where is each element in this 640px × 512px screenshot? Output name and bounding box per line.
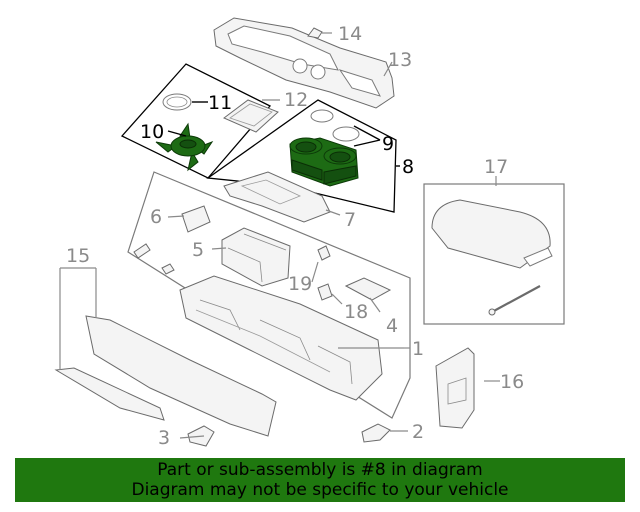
part-7-bracket xyxy=(223,171,331,223)
part-2-bracket xyxy=(361,423,391,443)
part-10-spring xyxy=(155,122,214,172)
part-17-armrest xyxy=(431,199,553,316)
callout-15: 15 xyxy=(66,245,90,267)
footer-line-2: Diagram may not be specific to your vehi… xyxy=(131,480,509,500)
callout-8: 8 xyxy=(402,156,414,178)
callout-12: 12 xyxy=(284,89,308,111)
callout-19: 19 xyxy=(288,273,312,295)
part-15-side-panel xyxy=(54,315,277,437)
part-clip-b xyxy=(161,263,175,275)
callout-6: 6 xyxy=(150,206,162,228)
callout-16: 16 xyxy=(500,371,524,393)
part-19-clip-b xyxy=(317,283,333,301)
callout-3: 3 xyxy=(158,427,170,449)
callout-13: 13 xyxy=(388,49,412,71)
part-12-mat xyxy=(223,99,279,133)
callout-18: 18 xyxy=(344,301,368,323)
part-19-clip xyxy=(317,245,331,261)
console-frame xyxy=(127,171,411,419)
part-9-ring-a xyxy=(310,109,334,123)
part-4-tray xyxy=(344,277,392,301)
callout-4: 4 xyxy=(386,315,398,337)
part-13-trim-panel xyxy=(213,17,395,109)
part-17-frame xyxy=(423,183,565,325)
part-clip-a xyxy=(133,243,151,259)
callout-1: 1 xyxy=(412,338,424,360)
callout-11: 11 xyxy=(208,92,232,114)
part-5-bin xyxy=(221,227,291,287)
part-14-clip xyxy=(307,27,323,39)
callouts: 1 2 3 4 5 6 7 8 9 10 11 12 13 14 15 16 1… xyxy=(66,23,524,449)
part-6-pocket xyxy=(181,205,211,233)
part-9-ring-b xyxy=(332,126,360,142)
callout-10: 10 xyxy=(140,121,164,143)
callout-14: 14 xyxy=(338,23,362,45)
parts-diagram: 1 2 3 4 5 6 7 8 9 10 11 12 13 14 15 16 1… xyxy=(54,17,565,449)
leader-lines xyxy=(59,32,500,439)
part-16-rear-panel xyxy=(435,347,475,429)
callout-17: 17 xyxy=(484,156,508,178)
callout-9: 9 xyxy=(382,133,394,155)
footer-banner: Part or sub-assembly is #8 in diagram Di… xyxy=(15,458,625,502)
callout-5: 5 xyxy=(192,239,204,261)
part-1-console-body xyxy=(179,275,383,401)
callout-2: 2 xyxy=(412,421,424,443)
footer-line-1: Part or sub-assembly is #8 in diagram xyxy=(157,460,483,480)
assembly-frame-left xyxy=(120,63,272,179)
part-8-cup-holder xyxy=(289,137,359,187)
callout-7: 7 xyxy=(344,209,356,231)
